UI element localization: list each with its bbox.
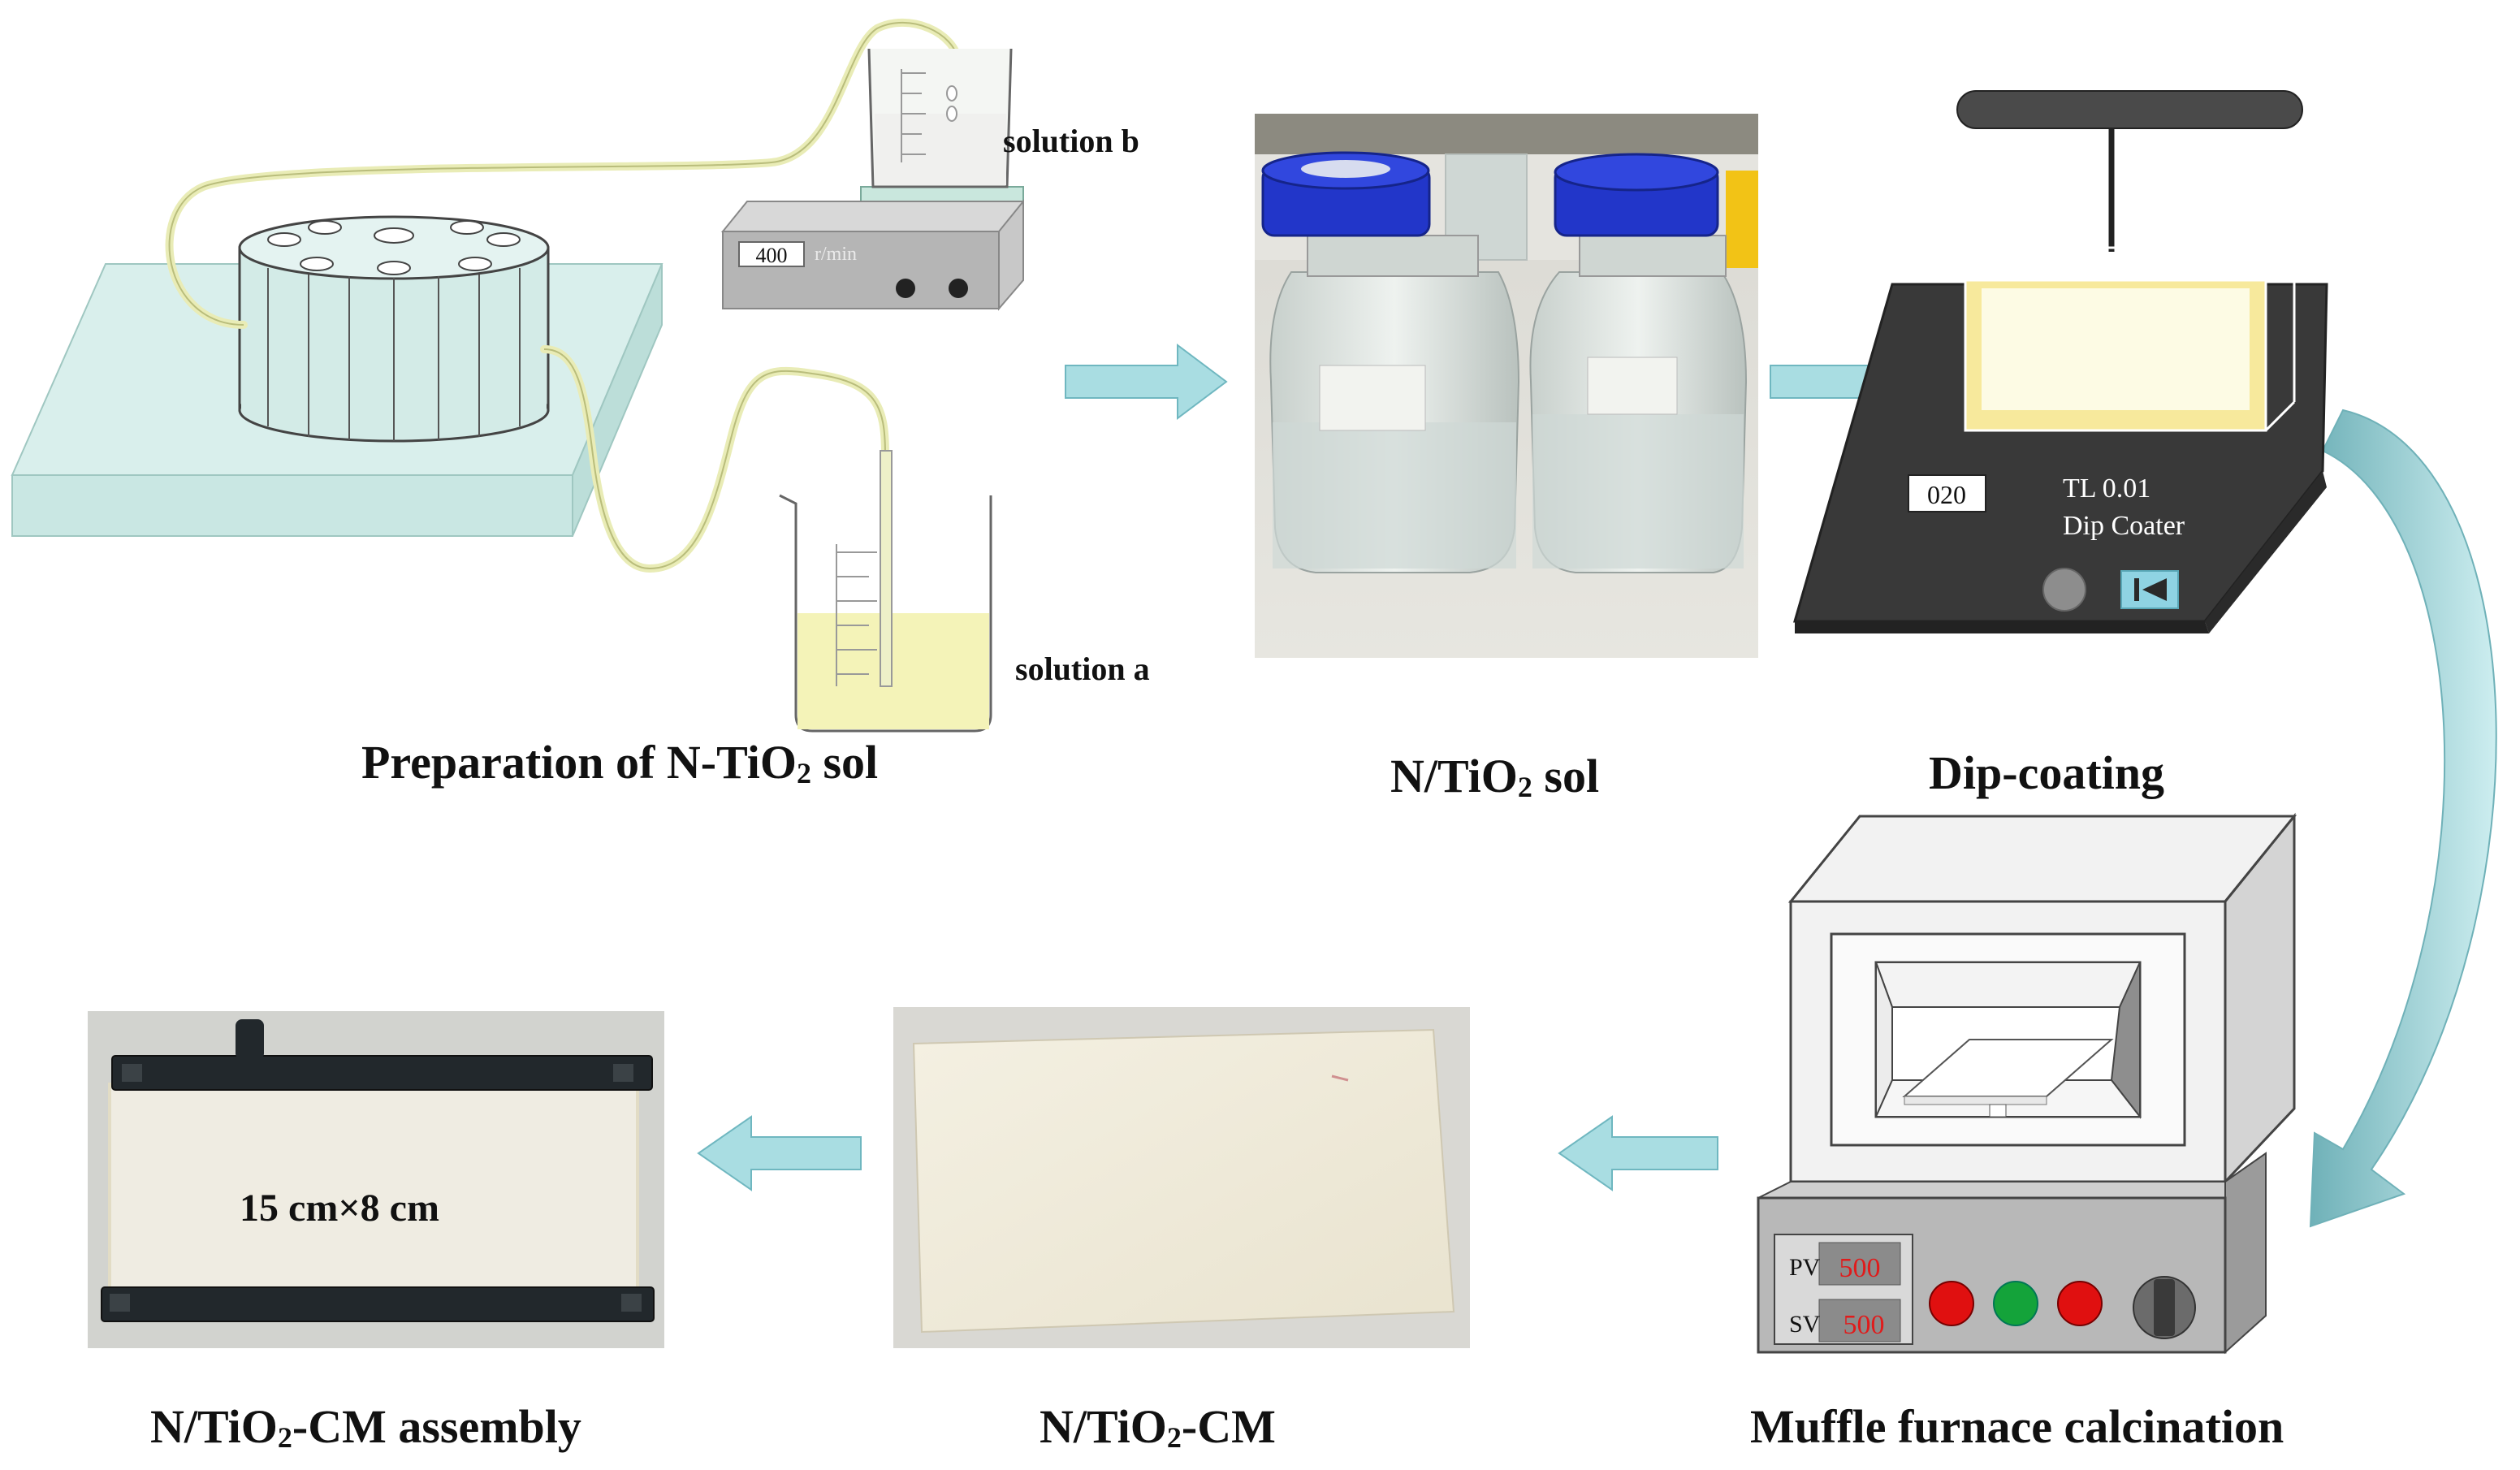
dip-counter: 020: [1927, 480, 1966, 509]
tray-front: [11, 474, 573, 537]
dip-power-button: [2042, 568, 2086, 612]
beaker-b: [860, 48, 1024, 204]
sv-value: 500: [1844, 1310, 1885, 1340]
muffle-furnace: PV SV 500 500: [1757, 812, 2297, 1355]
caption-dip-coating: Dip-coating: [1929, 746, 2164, 799]
dip-name: Dip Coater: [2063, 511, 2185, 541]
sample-holder: [238, 215, 550, 443]
caption-assembly: N/TiO2-CM assembly: [150, 1400, 581, 1454]
stirrer-knob-left: [896, 279, 915, 298]
assembly-photo: 15 cm×8 cm: [88, 1011, 664, 1348]
membrane-photo: [893, 1007, 1470, 1348]
furnace-button-red-2: [2057, 1281, 2103, 1326]
sv-label: SV: [1789, 1311, 1821, 1338]
preparation-apparatus: 400 r/min: [11, 18, 1024, 733]
sol-photo: [1255, 114, 1758, 658]
furnace-button-green: [1993, 1281, 2038, 1326]
dip-coater: 020 TL 0.01 Dip Coater: [1793, 90, 2328, 633]
beaker-a: [779, 450, 992, 733]
arrow-left-1: [1558, 1115, 1718, 1191]
arrow-left-2: [697, 1115, 862, 1191]
magnetic-stirrer: 400 r/min: [720, 199, 1024, 311]
caption-membrane: N/TiO2-CM: [1040, 1400, 1276, 1454]
stirrer-speed: 400: [756, 244, 788, 267]
solution-b-label: solution b: [1003, 123, 1139, 159]
furnace-dial-icon: [2133, 1276, 2196, 1339]
caption-sol: N/TiO2 sol: [1390, 750, 1600, 803]
arrow-right-1: [1065, 344, 1228, 420]
bottle-left: [1261, 151, 1520, 573]
dip-rod: [1956, 90, 2303, 129]
caption-preparation: Preparation of N-TiO2 sol: [361, 736, 879, 789]
caption-furnace: Muffle furnace calcination: [1750, 1400, 2284, 1453]
stirrer-unit: r/min: [815, 244, 857, 265]
bottle-right: [1529, 153, 1748, 573]
dip-model: TL 0.01: [2063, 473, 2150, 504]
dip-tank: [1962, 246, 2297, 432]
solution-a-label: solution a: [1015, 651, 1150, 687]
pv-value: 500: [1839, 1253, 1881, 1283]
curved-arrow: [2309, 409, 2497, 1228]
pv-label: PV: [1789, 1254, 1821, 1281]
stirrer-knob-right: [949, 279, 968, 298]
assembly-size: 15 cm×8 cm: [240, 1187, 439, 1230]
furnace-button-red-1: [1929, 1281, 1974, 1326]
skip-back-icon: [2134, 578, 2167, 601]
